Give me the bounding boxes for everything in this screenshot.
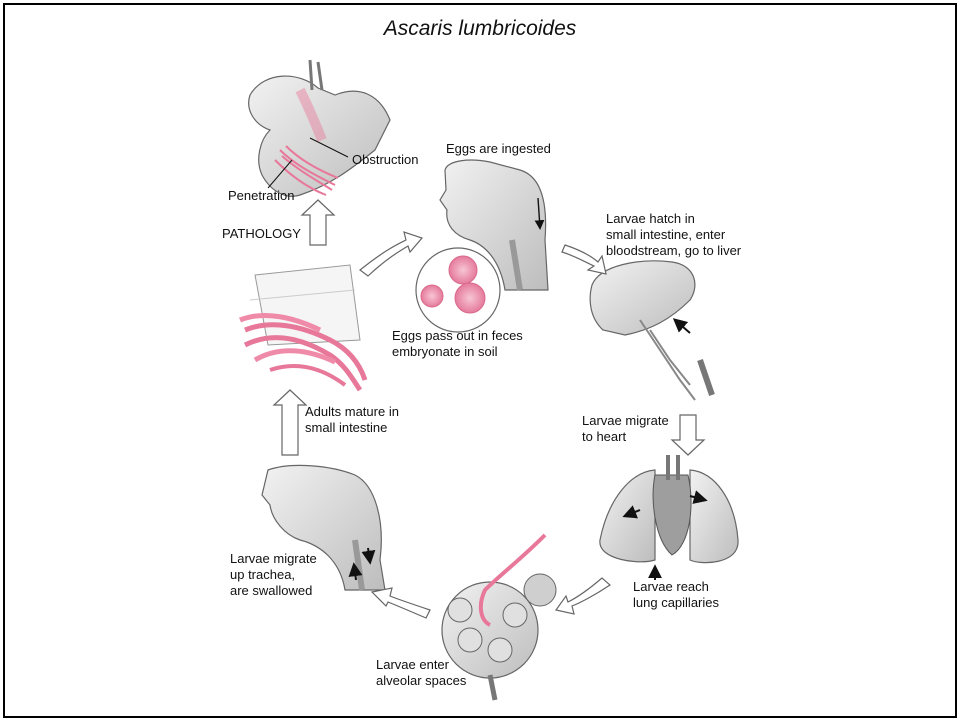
label-larvae-trachea: Larvae migrate up trachea, are swallowed [230, 551, 317, 599]
lungs-heart-illustration [600, 455, 738, 580]
label-larvae-heart: Larvae migrate to heart [582, 413, 669, 445]
label-larvae-hatch: Larvae hatch in small intestine, enter b… [606, 211, 741, 259]
label-adults-mature: Adults mature in small intestine [305, 404, 399, 436]
arrow-pathology-up [302, 200, 334, 245]
label-larvae-lung: Larvae reach lung capillaries [633, 579, 719, 611]
head-ingestion-illustration [416, 160, 548, 332]
label-penetration: Penetration [228, 188, 295, 204]
label-larvae-alveolar: Larvae enter alveolar spaces [376, 657, 466, 689]
arrow-up-to-intestine [274, 390, 306, 455]
arrow-to-head [360, 232, 422, 276]
liver-illustration [590, 261, 712, 400]
arrow-to-trachea [372, 588, 430, 618]
label-eggs-pass: Eggs pass out in feces embryonate in soi… [392, 328, 523, 360]
label-obstruction: Obstruction [352, 152, 418, 168]
arrow-to-alveoli [556, 578, 610, 614]
arrow-to-heart [672, 415, 704, 455]
label-eggs-ingested: Eggs are ingested [446, 141, 551, 157]
label-pathology: PATHOLOGY [222, 226, 301, 242]
arrow-to-liver [562, 245, 606, 274]
intestine-pathology-illustration [249, 60, 390, 196]
adult-worms-illustration [240, 265, 365, 390]
